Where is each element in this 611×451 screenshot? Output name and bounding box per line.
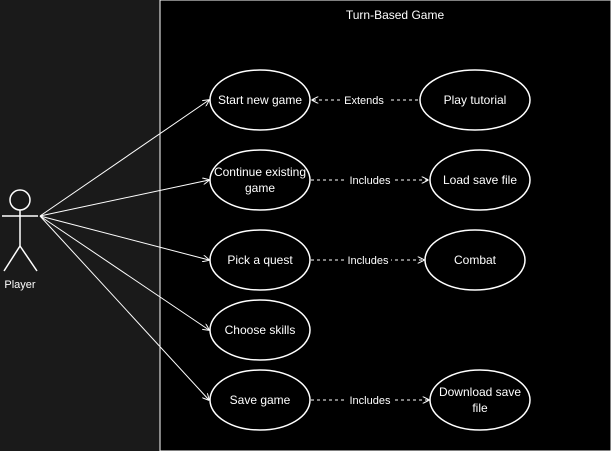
- use-case-label-line-1: Download save: [439, 385, 521, 399]
- use-case-download-save-file[interactable]: Download save file: [429, 369, 531, 431]
- actor-label: Player: [4, 279, 36, 291]
- use-case-combat[interactable]: Combat: [424, 229, 526, 291]
- system-title: Turn-Based Game: [346, 8, 445, 22]
- association-save-game: [39, 215, 209, 400]
- use-case-label: Play tutorial: [444, 93, 507, 107]
- use-case-label: Save game: [230, 393, 291, 407]
- use-case-label: Start new game: [218, 93, 302, 107]
- use-case-label: Load save file: [443, 173, 517, 187]
- use-case-label: Pick a quest: [227, 253, 293, 267]
- use-case-continue-existing-game[interactable]: Continue existing game: [209, 149, 311, 211]
- includes-combat-label-bg: [345, 253, 391, 267]
- use-case-load-save-file[interactable]: Load save file: [429, 149, 531, 211]
- use-case-ellipse: [419, 69, 531, 131]
- use-case-ellipse: [209, 369, 311, 431]
- actor-player[interactable]: Player: [2, 189, 38, 291]
- actor-head: [9, 189, 31, 211]
- use-case-ellipse: [209, 69, 311, 131]
- use-case-ellipse: [209, 299, 311, 361]
- use-case-label-line-2: game: [245, 181, 275, 195]
- extends-label-bg: [340, 93, 388, 107]
- includes-download-save-file-label: Includes: [350, 395, 391, 407]
- use-case-pick-a-quest[interactable]: Pick a quest: [209, 229, 311, 291]
- use-case-ellipse: [209, 149, 311, 211]
- association-start-new-game: [39, 100, 209, 217]
- includes-download-label-bg: [347, 393, 393, 407]
- use-case-label-line-2: file: [472, 401, 488, 415]
- includes-load-label-bg: [347, 173, 393, 187]
- actor-left-leg: [3, 245, 21, 272]
- association-choose-skills: [39, 215, 209, 330]
- use-case-choose-skills[interactable]: Choose skills: [209, 299, 311, 361]
- use-case-play-tutorial[interactable]: Play tutorial: [419, 69, 531, 131]
- associations: [39, 100, 209, 400]
- extends-label: Extends: [344, 95, 384, 107]
- actor-right-leg: [19, 245, 38, 272]
- use-case-ellipse: [429, 369, 531, 431]
- includes-combat-label: Includes: [348, 255, 389, 267]
- use-case-save-game[interactable]: Save game: [209, 369, 311, 431]
- association-continue-existing-game: [39, 180, 209, 217]
- includes-load-save-file-label: Includes: [350, 175, 391, 187]
- use-case-label: Choose skills: [225, 323, 296, 337]
- association-pick-a-quest: [39, 215, 209, 260]
- relationships: Extends Includes Includes Includes: [311, 93, 429, 407]
- use-case-ellipse: [209, 229, 311, 291]
- use-case-ellipse: [424, 229, 526, 291]
- use-case-ellipse: [429, 149, 531, 211]
- use-case-start-new-game[interactable]: Start new game: [209, 69, 311, 131]
- use-case-label: Combat: [454, 253, 497, 267]
- use-case-label-line-1: Continue existing: [214, 165, 306, 179]
